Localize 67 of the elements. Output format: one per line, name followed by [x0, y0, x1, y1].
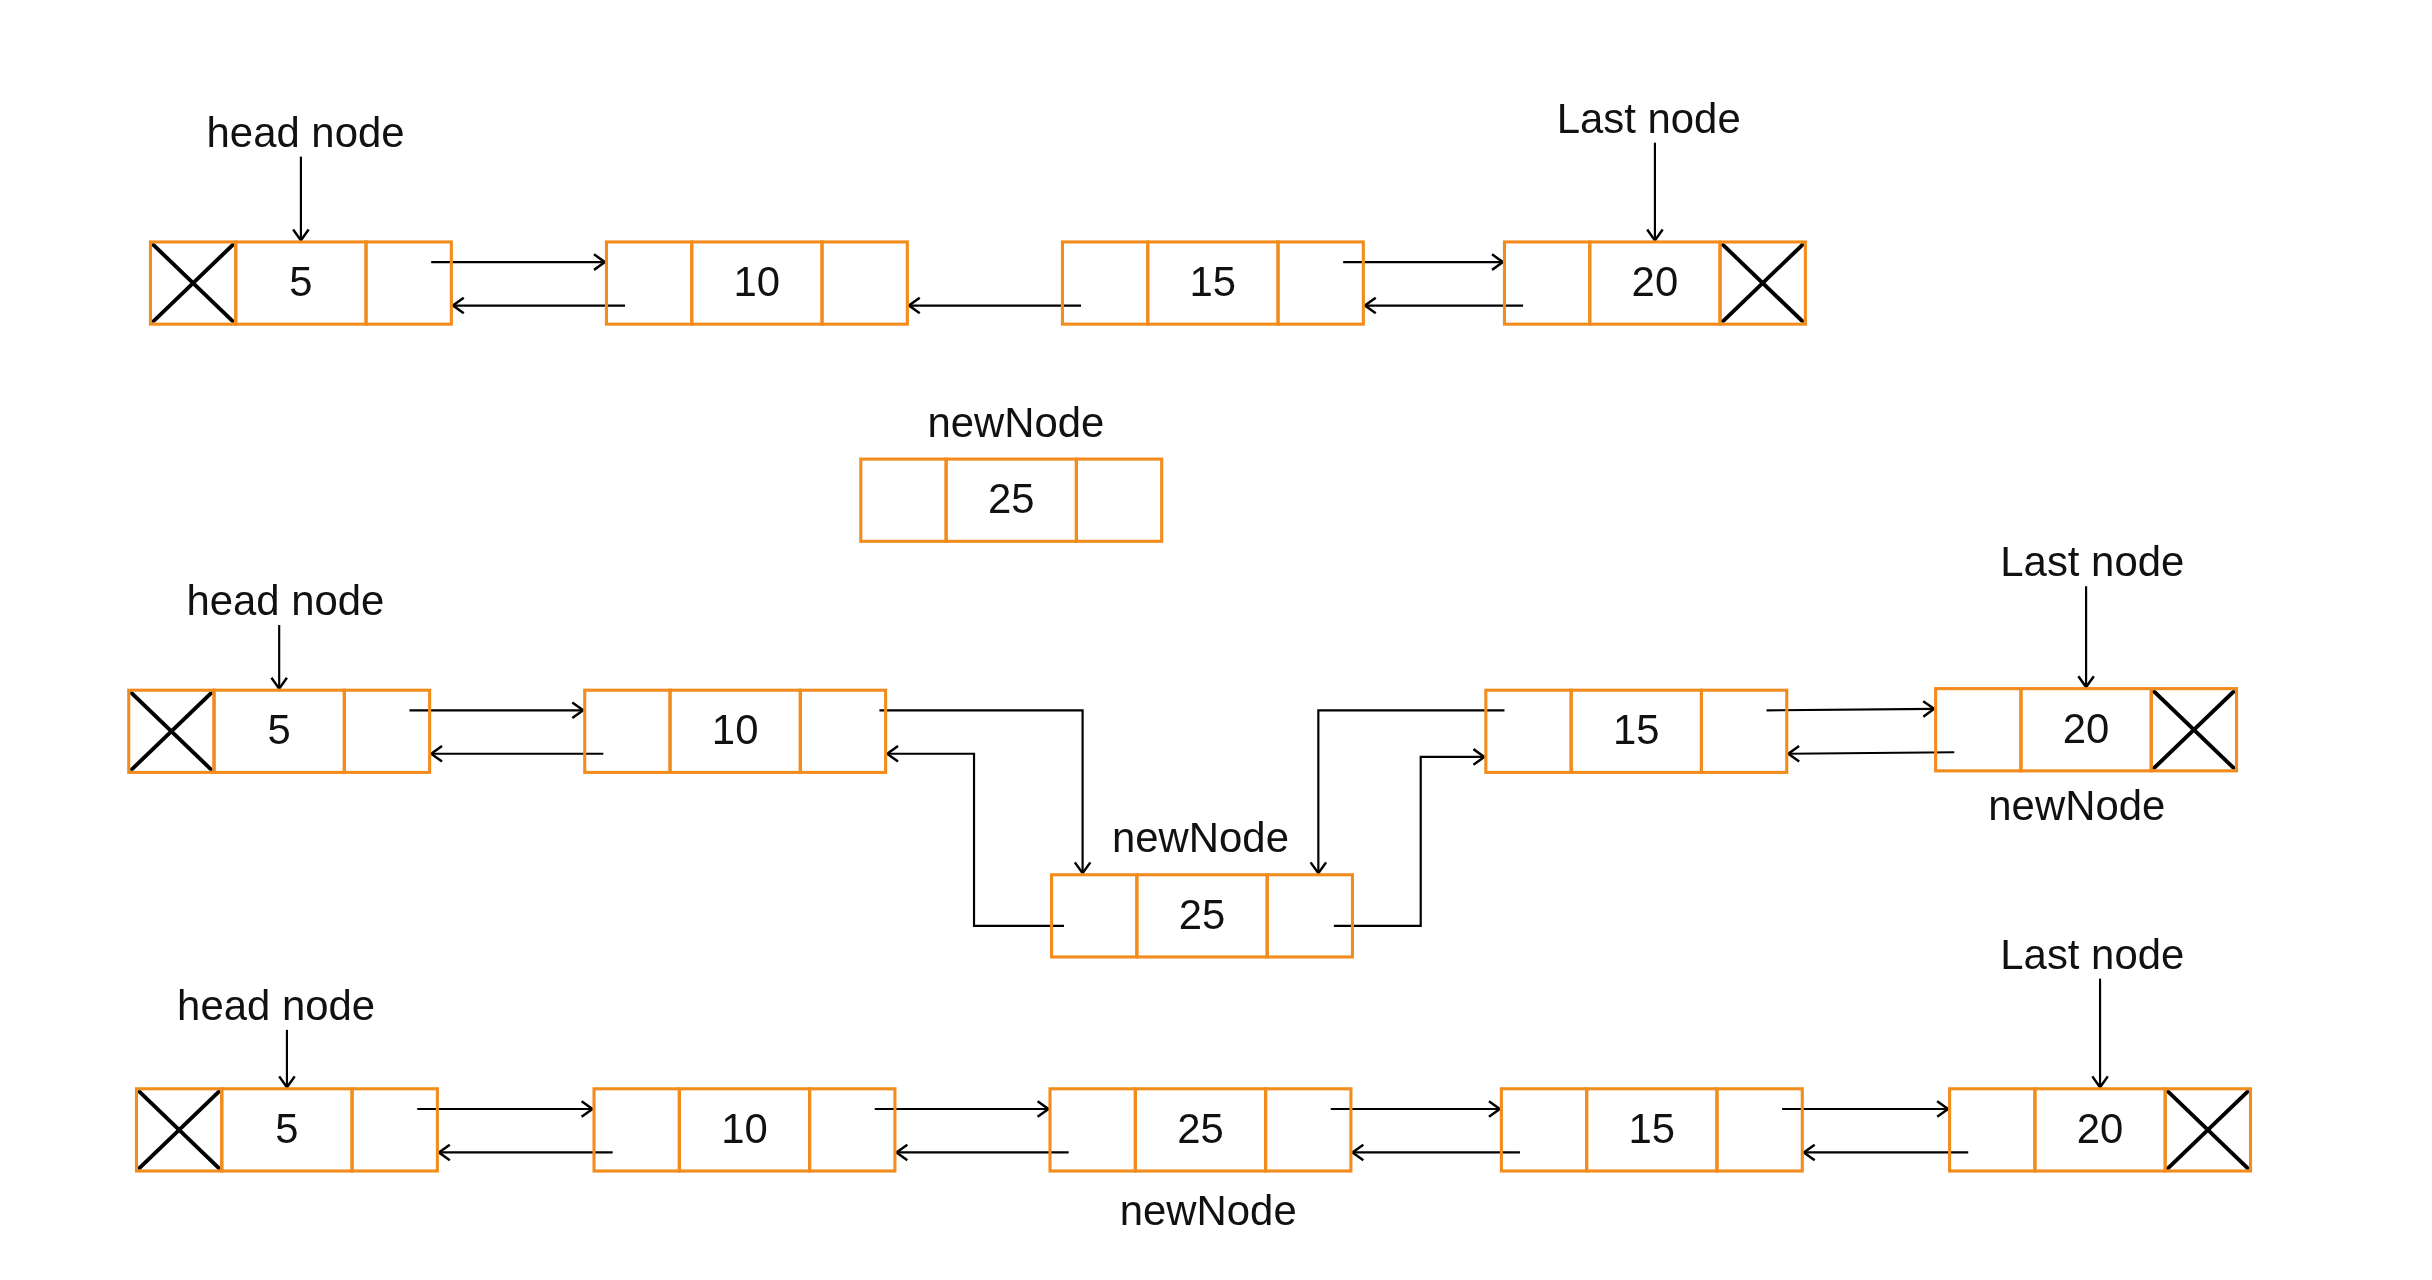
- node-value: 10: [721, 1105, 768, 1154]
- arrow: [270, 625, 289, 690]
- arrow: [417, 1099, 594, 1118]
- list-node: [1934, 687, 2235, 773]
- pointer-label: head node: [206, 109, 405, 158]
- arrow: [1333, 747, 1486, 928]
- list-node: [1948, 1087, 2249, 1173]
- pointer-label: head node: [186, 577, 385, 626]
- arrow: [431, 253, 607, 272]
- pointer-label: Last node: [2000, 538, 2185, 588]
- pointer-label: Last node: [1556, 95, 1741, 144]
- node-value: 20: [1631, 259, 1679, 308]
- node-value: 20: [2076, 1105, 2124, 1154]
- arrow: [437, 1143, 613, 1162]
- pointer-label: head node: [177, 982, 376, 1031]
- node-caption: newNode: [1119, 1187, 1297, 1236]
- arrow: [277, 1029, 296, 1089]
- node-caption: newNode: [1988, 782, 2166, 831]
- arrow: [2091, 978, 2110, 1089]
- arrow: [874, 1099, 1050, 1118]
- node-value: 25: [1178, 891, 1226, 940]
- list-node: [1502, 240, 1804, 326]
- node-value: 15: [1613, 707, 1660, 756]
- arrow: [879, 709, 1092, 875]
- list-node: [134, 1087, 436, 1173]
- arrow: [2077, 586, 2096, 689]
- list-node: [859, 457, 1161, 543]
- list-node: [1499, 1087, 1801, 1173]
- arrow: [1787, 744, 1955, 763]
- pointer-label: Last node: [2000, 931, 2185, 980]
- arrow: [451, 296, 626, 315]
- arrow: [429, 744, 604, 763]
- arrow: [1645, 142, 1664, 242]
- arrow: [895, 1143, 1069, 1162]
- arrow: [907, 296, 1082, 315]
- node-caption: newNode: [927, 399, 1105, 448]
- arrow: [1802, 1143, 1969, 1162]
- node-value: 10: [733, 259, 781, 308]
- list-node: [1484, 688, 1786, 774]
- list-node: [583, 688, 885, 774]
- arrow: [885, 744, 1064, 928]
- arrow: [1351, 1143, 1520, 1162]
- list-node: [148, 240, 450, 326]
- node-value: 25: [1177, 1105, 1224, 1154]
- node-value: 5: [267, 707, 291, 756]
- arrow: [1766, 699, 1936, 718]
- node-value: 25: [987, 476, 1035, 525]
- list-node: [1050, 873, 1351, 959]
- node-value: 10: [711, 707, 759, 756]
- list-node: [127, 688, 429, 774]
- node-caption: newNode: [1112, 815, 1289, 864]
- list-node: [604, 240, 906, 326]
- arrow: [1782, 1099, 1950, 1118]
- node-value: 5: [275, 1105, 299, 1154]
- arrow: [1363, 296, 1524, 315]
- list-node: [1048, 1087, 1350, 1173]
- arrow: [1309, 709, 1505, 875]
- node-value: 15: [1628, 1105, 1676, 1154]
- node-value: 20: [2062, 705, 2110, 754]
- list-node: [1060, 240, 1362, 326]
- node-value: 15: [1189, 259, 1237, 308]
- arrow: [1343, 253, 1505, 272]
- arrow: [291, 156, 310, 242]
- node-value: 5: [289, 259, 313, 308]
- arrow: [1330, 1099, 1502, 1118]
- arrow: [409, 701, 585, 720]
- list-node: [592, 1087, 894, 1173]
